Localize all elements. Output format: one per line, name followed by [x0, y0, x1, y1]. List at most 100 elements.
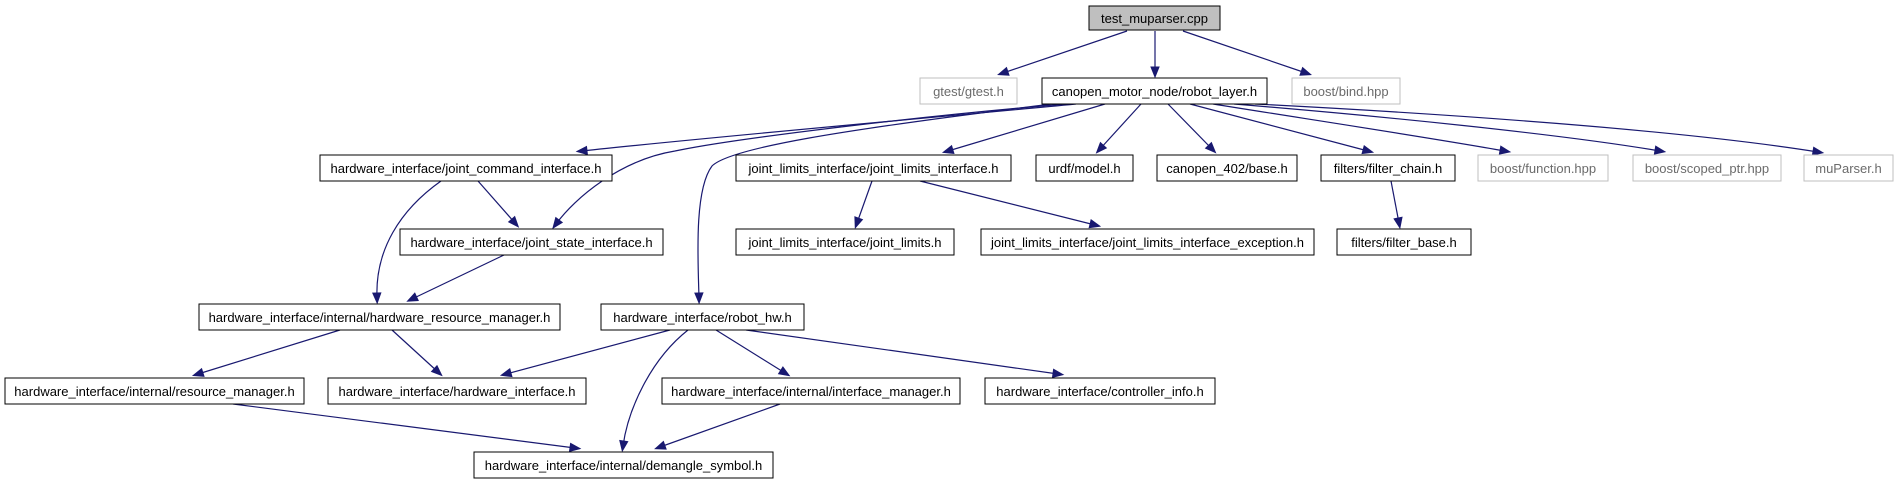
edge-arrowhead: [694, 292, 704, 305]
node-label: urdf/model.h: [1048, 161, 1120, 176]
node-hardware-resource-manager[interactable]: hardware_interface/internal/hardware_res…: [198, 303, 561, 331]
node-label: hardware_interface/robot_hw.h: [613, 310, 792, 325]
node-label: hardware_interface/internal/demangle_sym…: [485, 458, 763, 473]
edge-robot-layer-to-joint-state-interface: [552, 103, 1067, 230]
node-label: filters/filter_base.h: [1351, 235, 1457, 250]
node-resource-manager[interactable]: hardware_interface/internal/resource_man…: [4, 377, 305, 405]
edges-layer: [191, 30, 1825, 453]
edge-line: [376, 180, 442, 299]
edge-line: [1167, 103, 1213, 150]
edge-line: [1212, 103, 1506, 152]
edge-interface-manager-to-demangle-symbol: [654, 403, 781, 450]
node-joint-limits-exception[interactable]: joint_limits_interface/joint_limits_inte…: [980, 228, 1315, 256]
edge-line: [1390, 180, 1400, 224]
edge-line: [555, 103, 1067, 225]
edge-line: [1189, 103, 1369, 152]
node-test-muparser[interactable]: test_muparser.cpp: [1088, 5, 1221, 31]
node-label: boost/scoped_ptr.hpp: [1645, 161, 1769, 176]
edge-arrowhead: [1653, 145, 1667, 155]
node-hardware-interface[interactable]: hardware_interface/hardware_interface.h: [327, 377, 587, 405]
node-label: filters/filter_chain.h: [1334, 161, 1442, 176]
edge-test-muparser-to-robot-layer: [1150, 31, 1160, 79]
edge-line: [919, 180, 1096, 226]
edge-line: [947, 103, 1106, 152]
edge-resource-manager-to-demangle-symbol: [232, 403, 582, 452]
edge-arrowhead: [191, 367, 205, 377]
node-label: hardware_interface/internal/hardware_res…: [209, 310, 551, 325]
edge-joint-limits-interface-to-joint-limits-exception: [919, 180, 1102, 229]
edge-robot-layer-to-robot-hw: [694, 103, 1053, 305]
node-label: canopen_402/base.h: [1166, 161, 1287, 176]
node-label: hardware_interface/internal/resource_man…: [14, 384, 294, 399]
edge-arrowhead: [1393, 216, 1403, 230]
edge-arrowhead: [430, 364, 443, 377]
node-label: joint_limits_interface/joint_limits_inte…: [747, 161, 998, 176]
node-joint-limits[interactable]: joint_limits_interface/joint_limits.h: [735, 228, 955, 256]
node-label: hardware_interface/joint_state_interface…: [410, 235, 652, 250]
node-label: joint_limits_interface/joint_limits_inte…: [990, 235, 1304, 250]
edge-line: [197, 329, 341, 375]
node-filter-base[interactable]: filters/filter_base.h: [1336, 228, 1472, 256]
edge-robot-layer-to-joint-limits-interface: [941, 103, 1106, 154]
edge-arrowhead: [1498, 145, 1512, 155]
node-muparser[interactable]: muParser.h: [1803, 154, 1894, 182]
edge-robot-layer-to-filter-chain: [1189, 103, 1375, 155]
edge-robot-hw-to-hardware-interface: [499, 329, 671, 378]
node-boost-function[interactable]: boost/function.hpp: [1477, 154, 1609, 182]
node-interface-manager[interactable]: hardware_interface/internal/interface_ma…: [661, 377, 961, 405]
node-label: hardware_interface/controller_info.h: [996, 384, 1203, 399]
edge-robot-layer-to-urdf-model: [1095, 103, 1142, 154]
edge-line: [1002, 30, 1128, 74]
node-joint-command-interface[interactable]: hardware_interface/joint_command_interfa…: [319, 154, 613, 182]
edge-test-muparser-to-gtest: [997, 30, 1128, 76]
edge-arrowhead: [1095, 141, 1108, 154]
edge-filter-chain-to-filter-base: [1390, 180, 1403, 230]
node-joint-limits-interface[interactable]: joint_limits_interface/joint_limits_inte…: [735, 154, 1012, 182]
node-label: muParser.h: [1815, 161, 1881, 176]
edge-robot-hw-to-demangle-symbol: [619, 329, 689, 453]
edge-line: [856, 180, 873, 224]
node-boost-bind[interactable]: boost/bind.hpp: [1291, 77, 1401, 105]
node-filter-chain[interactable]: filters/filter_chain.h: [1320, 154, 1456, 182]
edge-arrowhead: [552, 216, 564, 230]
node-label: boost/bind.hpp: [1303, 84, 1388, 99]
edge-arrowhead: [1204, 141, 1217, 154]
edge-arrowhead: [1150, 66, 1160, 79]
edge-robot-layer-to-muparser: [1254, 103, 1825, 156]
edge-line: [1099, 103, 1142, 150]
edge-arrowhead: [997, 66, 1010, 76]
node-joint-state-interface[interactable]: hardware_interface/joint_state_interface…: [399, 228, 664, 256]
edge-robot-hw-to-controller-info: [745, 329, 1065, 378]
edge-robot-layer-to-boost-scoped-ptr: [1233, 103, 1667, 155]
edge-joint-command-interface-to-hardware-resource-manager: [372, 180, 442, 305]
edge-arrowhead: [1299, 66, 1312, 76]
node-gtest[interactable]: gtest/gtest.h: [919, 77, 1018, 105]
edge-line: [505, 329, 671, 375]
edge-arrowhead: [1051, 368, 1065, 378]
edge-arrowhead: [499, 367, 513, 378]
node-canopen-base[interactable]: canopen_402/base.h: [1156, 154, 1298, 182]
node-controller-info[interactable]: hardware_interface/controller_info.h: [984, 377, 1216, 405]
edge-line: [411, 254, 505, 300]
edge-line: [715, 329, 786, 374]
edge-line: [477, 180, 516, 224]
node-urdf-model[interactable]: urdf/model.h: [1035, 154, 1134, 182]
edge-arrowhead: [1811, 146, 1825, 156]
edge-robot-layer-to-joint-command-interface: [575, 103, 1077, 156]
edge-arrowhead: [372, 292, 382, 305]
node-label: joint_limits_interface/joint_limits.h: [748, 235, 942, 250]
node-robot-hw[interactable]: hardware_interface/robot_hw.h: [600, 303, 805, 331]
nodes-layer: test_muparser.cpp gtest/gtest.h canopen_…: [4, 5, 1894, 479]
node-demangle-symbol[interactable]: hardware_interface/internal/demangle_sym…: [473, 451, 774, 479]
edge-arrowhead: [575, 145, 588, 156]
node-label: hardware_interface/hardware_interface.h: [338, 384, 575, 399]
node-robot-layer[interactable]: canopen_motor_node/robot_layer.h: [1041, 77, 1268, 105]
node-label: boost/function.hpp: [1490, 161, 1596, 176]
edge-arrowhead: [1361, 145, 1375, 155]
node-label: test_muparser.cpp: [1101, 11, 1208, 26]
edge-test-muparser-to-boost-bind: [1182, 30, 1312, 76]
node-label: hardware_interface/internal/interface_ma…: [671, 384, 951, 399]
edge-arrowhead: [1088, 219, 1102, 229]
node-boost-scoped-ptr[interactable]: boost/scoped_ptr.hpp: [1632, 154, 1782, 182]
